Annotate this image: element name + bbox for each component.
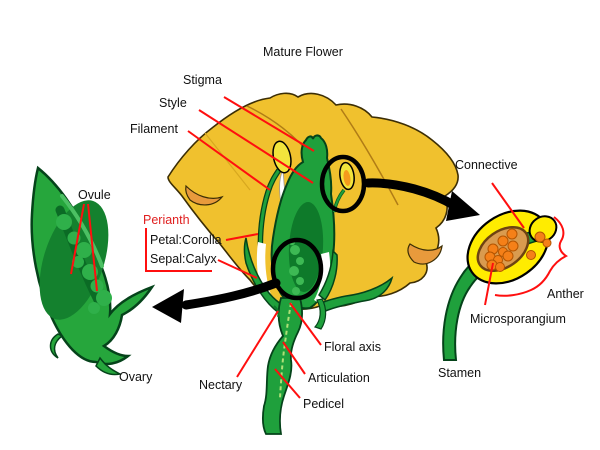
label-stamen: Stamen <box>438 366 481 380</box>
label-articulation: Articulation <box>308 371 370 385</box>
label-anther: Anther <box>547 287 584 301</box>
label-connective: Connective <box>455 158 518 172</box>
label-ovule: Ovule <box>78 188 111 202</box>
label-pedicel: Pedicel <box>303 397 344 411</box>
zoom-arrow-to-anther-detail <box>363 178 480 221</box>
text-labels: Mature Flower Stigma Style Filament Ovul… <box>78 45 584 411</box>
anther-brace <box>494 216 568 297</box>
ovule-blobs <box>56 214 112 314</box>
leader-style <box>198 109 314 184</box>
perianth-bracket <box>145 228 212 272</box>
leader-ovule-b <box>87 203 98 292</box>
petal-crease <box>204 132 251 191</box>
label-nectary: Nectary <box>199 378 243 392</box>
label-ovary: Ovary <box>119 370 153 384</box>
petal-crease <box>340 108 399 206</box>
leader-lines <box>70 96 568 399</box>
ovary-detail <box>30 165 156 376</box>
label-style: Style <box>159 96 187 110</box>
leader-pedicel <box>274 368 301 399</box>
pollen-grains <box>484 228 552 272</box>
leader-articulation <box>282 341 306 375</box>
sepal-right-inner <box>318 249 338 302</box>
leader-petal <box>225 233 259 241</box>
label-filament: Filament <box>130 122 178 136</box>
stamen-anther-right-core <box>343 170 351 186</box>
ovary-rim-highlight <box>60 194 104 268</box>
label-microsporangium: Microsporangium <box>470 312 566 326</box>
label-sepal-calyx: Sepal:Calyx <box>150 252 217 266</box>
leader-nectary <box>236 310 279 378</box>
magnifier-circle-ovary <box>270 237 324 301</box>
leader-stigma <box>223 96 315 152</box>
leader-filament <box>187 130 271 191</box>
leader-ovule-a <box>70 203 85 275</box>
floral-axis-dashes <box>279 302 292 399</box>
leader-sepal <box>217 259 258 279</box>
leader-floral-axis <box>289 302 322 346</box>
label-stigma: Stigma <box>183 73 222 87</box>
ovary-stalk <box>95 356 123 376</box>
diagram-title: Mature Flower <box>263 45 343 59</box>
anther-detail <box>442 209 558 361</box>
flower-illustration <box>167 92 459 435</box>
sepal-base-hook <box>313 298 327 330</box>
petal-undercurl-right <box>407 243 443 265</box>
label-perianth: Perianth <box>143 213 190 227</box>
ovary-stalk-curl <box>49 333 64 359</box>
pistil-inner-ovules <box>288 238 304 295</box>
leader-microsporangium <box>484 262 494 306</box>
label-floral-axis: Floral axis <box>324 340 381 354</box>
leader-connective <box>491 182 525 229</box>
zoom-arrow-to-ovary-detail <box>152 278 281 323</box>
petal-undercurl-left <box>185 184 224 206</box>
label-petal-corolla: Petal:Corolla <box>150 233 222 247</box>
